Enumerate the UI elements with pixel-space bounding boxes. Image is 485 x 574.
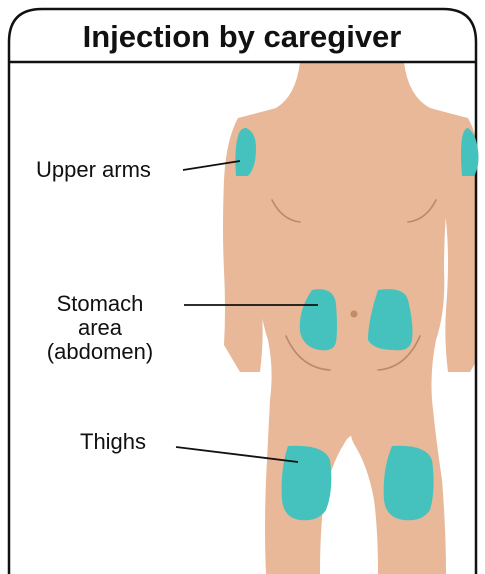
site-thigh-right bbox=[384, 446, 434, 521]
site-thigh-left bbox=[282, 446, 332, 521]
label-stomach-line1: Stomach bbox=[57, 291, 144, 316]
label-thighs: Thighs bbox=[80, 429, 146, 454]
navel bbox=[351, 311, 358, 318]
diagram-title: Injection by caregiver bbox=[83, 19, 402, 54]
label-stomach-line2: area bbox=[78, 315, 123, 340]
label-upper-arms: Upper arms bbox=[36, 157, 151, 182]
label-stomach-line3: (abdomen) bbox=[47, 339, 153, 364]
